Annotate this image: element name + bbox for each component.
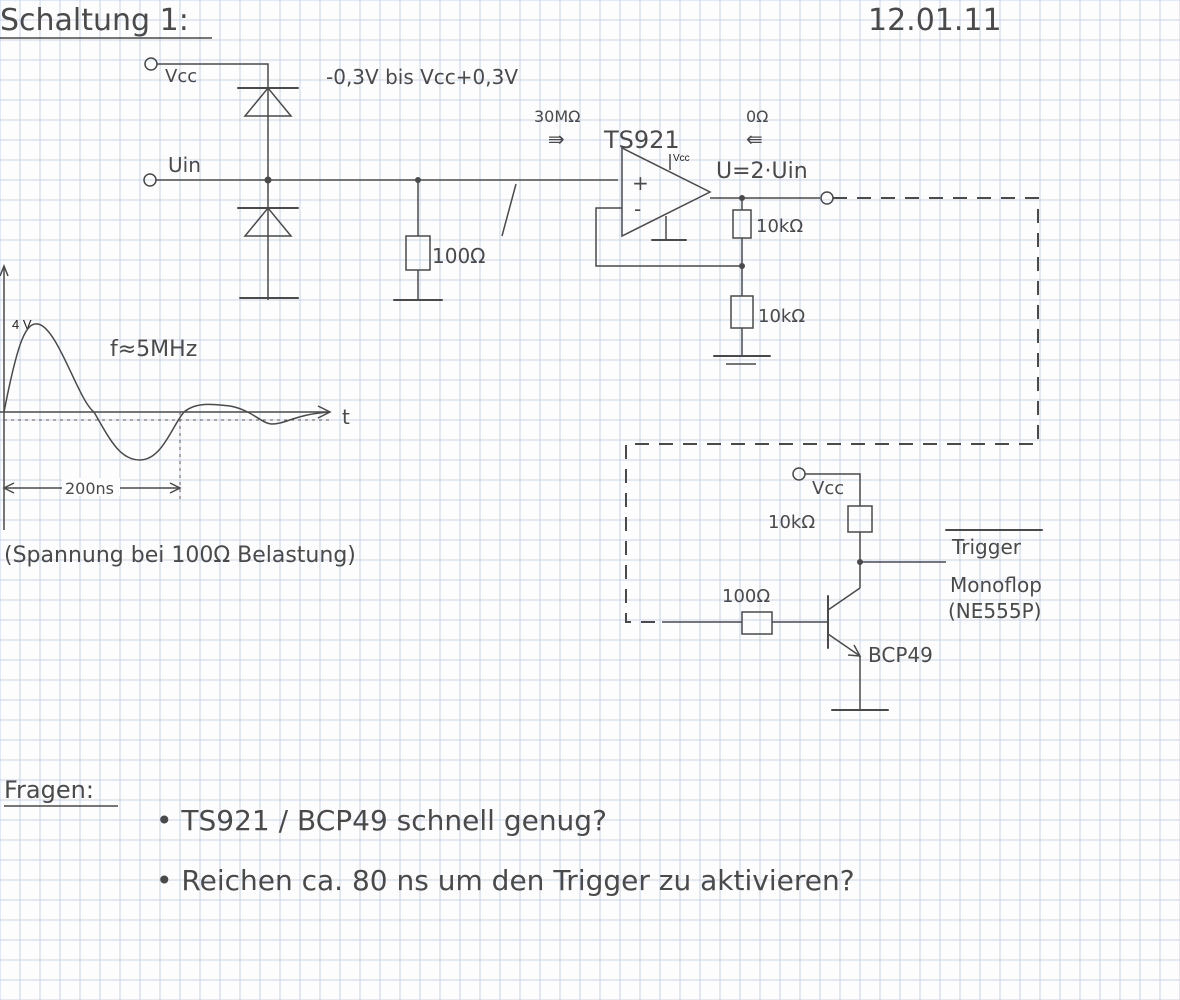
- input-impedance-label: 30MΩ: [534, 107, 580, 126]
- voltage-axis-arrow: [0, 263, 9, 277]
- feedback-resistor-1-label: 10kΩ: [756, 216, 803, 237]
- junction-dot-4: [739, 263, 745, 269]
- feedback-resistor-1: [732, 209, 752, 239]
- base-resistor-label: 100Ω: [722, 586, 770, 607]
- opamp-plus-input: +: [632, 171, 649, 195]
- clamp-voltage-note: -0,3V bis Vcc+0,3V: [326, 65, 518, 89]
- question-item-1: • TS921 / BCP49 schnell genug?: [156, 804, 607, 837]
- vcc-label-1: Vcc: [165, 66, 197, 87]
- period-arrow-right: [169, 482, 182, 494]
- opamp-minus-input: -: [634, 197, 641, 221]
- questions-heading: Fragen:: [4, 776, 94, 804]
- trigger-label: Trigger: [951, 535, 1022, 559]
- peak-voltage-label: 4 V: [12, 317, 32, 332]
- upper-clamp-diode: [243, 86, 293, 117]
- opamp-part-label: TS921: [603, 126, 680, 154]
- opamp-triangle: [621, 146, 712, 238]
- input-stage: Vcc -0,3V bis Vcc+0,3V Uin 100Ω: [143, 57, 618, 301]
- sheet-date: 12.01.11: [868, 3, 1002, 38]
- transistor-emitter: [827, 633, 861, 657]
- period-label: 200ns: [65, 479, 114, 498]
- uin-label: Uin: [168, 153, 201, 177]
- vcc-label-2: Vcc: [812, 478, 844, 499]
- vcc-rail-wire: [157, 63, 269, 300]
- opamp-supply-label: Vcc: [673, 153, 690, 164]
- time-axis-label: t: [342, 405, 350, 429]
- period-label-bg: [62, 478, 120, 496]
- lower-clamp-diode: [243, 206, 293, 237]
- input-impedance-arrow: ⇛: [548, 127, 565, 151]
- frequency-label: f≈5MHz: [110, 337, 197, 362]
- stage2-vcc-wire: [805, 473, 861, 506]
- shunt-resistor: [405, 235, 431, 271]
- transistor-part-label: BCP49: [868, 643, 933, 667]
- feedback-resistor-2: [730, 295, 754, 329]
- waveform-plot: t 4 V 200ns f≈5MHz (Spannung bei 100Ω Be…: [0, 263, 356, 568]
- vcc-terminal-2: [792, 467, 806, 481]
- collector-resistor-label: 10kΩ: [768, 512, 815, 533]
- shunt-resistor-label: 100Ω: [432, 244, 485, 268]
- output-impedance-arrow: ⇚: [746, 127, 763, 151]
- damped-sine-curve: [3, 323, 331, 461]
- waveform-caption: (Spannung bei 100Ω Belastung): [4, 543, 356, 568]
- junction-dot-1: [264, 176, 272, 184]
- period-arrow-left: [2, 482, 15, 494]
- monoflop-part-label: (NE555P): [948, 599, 1041, 623]
- feedback-resistor-2-label: 10kΩ: [758, 306, 805, 327]
- base-resistor: [741, 611, 773, 635]
- sheet-title: Schaltung 1:: [0, 3, 189, 38]
- dashed-connection: [625, 197, 1039, 623]
- question-item-2: • Reichen ca. 80 ns um den Trigger zu ak…: [156, 864, 855, 897]
- shunt-note-pointer: [501, 183, 517, 237]
- opamp-stage: 30MΩ ⇛ TS921 0Ω ⇚ + - Vcc U=2·Uin 10kΩ 1…: [534, 107, 834, 365]
- transistor-stage: Vcc 10kΩ Trigger Monoflop (NE555P) 100Ω …: [662, 467, 1043, 711]
- opamp-output-terminal: [820, 191, 834, 205]
- transistor-collector: [827, 587, 861, 611]
- output-impedance-label: 0Ω: [746, 107, 768, 126]
- questions-section: Fragen: • TS921 / BCP49 schnell genug? •…: [4, 776, 855, 897]
- monoflop-label: Monoflop: [950, 573, 1042, 597]
- output-formula: U=2·Uin: [716, 159, 808, 184]
- feedback-wire: [595, 207, 742, 267]
